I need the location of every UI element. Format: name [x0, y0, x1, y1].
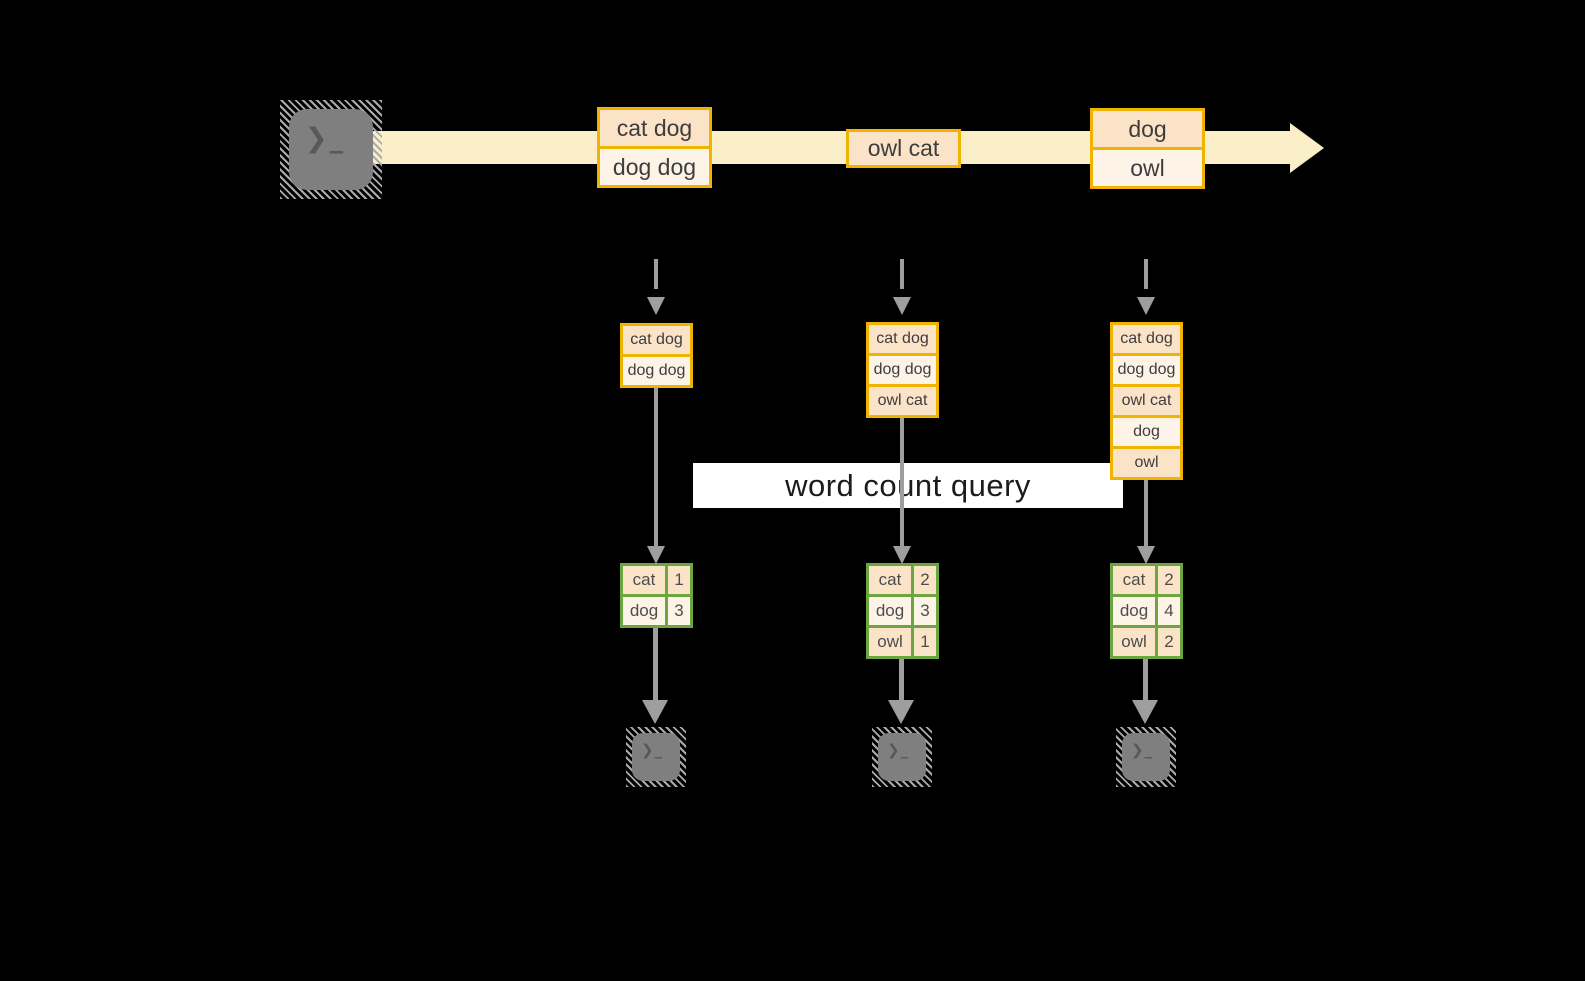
- count-cell: 2: [914, 566, 936, 594]
- stream-arrowhead-icon: [1290, 123, 1324, 173]
- stream-event-box-2: owl cat: [846, 129, 961, 168]
- count-cell: 2: [1158, 628, 1180, 656]
- count-cell: 1: [914, 628, 936, 656]
- stream-event-box-3: dog owl: [1090, 108, 1205, 189]
- terminal-prompt-glyph: ❯_: [641, 741, 664, 759]
- query-arrow-line-2: [900, 418, 904, 548]
- ingest-arrowhead-icon-1: [647, 297, 665, 315]
- buffered-event-text: dog dog: [869, 356, 936, 384]
- output-terminal-icon-1: ❯_: [626, 727, 686, 787]
- ingest-arrowhead-icon-3: [1137, 297, 1155, 315]
- stream-event-text: owl: [1093, 150, 1202, 186]
- buffered-event-text: dog dog: [1113, 356, 1180, 384]
- stream-event-text: cat dog: [600, 110, 709, 146]
- count-cell: 1: [668, 566, 690, 594]
- word-count-table-3: cat 2 dog 4 owl 2: [1110, 563, 1183, 659]
- ingest-arrowhead-icon-2: [893, 297, 911, 315]
- buffered-events-stack-1: cat dog dog dog: [620, 323, 693, 388]
- output-terminal-icon-2: ❯_: [872, 727, 932, 787]
- count-cell: 4: [1158, 597, 1180, 625]
- word-cell: dog: [869, 597, 911, 625]
- buffered-event-text: cat dog: [869, 325, 936, 353]
- buffered-event-text: cat dog: [623, 326, 690, 354]
- output-arrow-line-2: [899, 659, 904, 702]
- count-cell: 3: [914, 597, 936, 625]
- terminal-screen: ❯_: [632, 733, 680, 781]
- word-cell: owl: [869, 628, 911, 656]
- query-arrow-line-3: [1144, 480, 1148, 548]
- output-arrowhead-icon-1: [642, 700, 668, 724]
- word-cell: dog: [623, 597, 665, 625]
- buffered-event-text: cat dog: [1113, 325, 1180, 353]
- output-arrow-line-3: [1143, 659, 1148, 702]
- buffered-event-text: owl cat: [1113, 387, 1180, 415]
- stream-event-text: dog dog: [600, 149, 709, 185]
- buffered-event-text: dog dog: [623, 357, 690, 385]
- query-arrow-line-1: [654, 388, 658, 548]
- output-arrow-line-1: [653, 628, 658, 702]
- word-cell: cat: [623, 566, 665, 594]
- word-cell: dog: [1113, 597, 1155, 625]
- ingest-dashed-line-3: [1144, 259, 1148, 289]
- buffered-event-text: dog: [1113, 418, 1180, 446]
- output-arrowhead-icon-3: [1132, 700, 1158, 724]
- count-cell: 2: [1158, 566, 1180, 594]
- terminal-screen: ❯_: [1122, 733, 1170, 781]
- query-arrowhead-icon-3: [1137, 546, 1155, 564]
- terminal-prompt-glyph: ❯_: [1131, 741, 1154, 759]
- terminal-screen: ❯_: [878, 733, 926, 781]
- buffered-events-stack-2: cat dog dog dog owl cat: [866, 322, 939, 418]
- stream-event-box-1: cat dog dog dog: [597, 107, 712, 188]
- terminal-prompt-glyph: ❯_: [887, 741, 910, 759]
- count-cell: 3: [668, 597, 690, 625]
- word-cell: cat: [869, 566, 911, 594]
- word-cell: owl: [1113, 628, 1155, 656]
- buffered-event-text: owl cat: [869, 387, 936, 415]
- stream-event-text: dog: [1093, 111, 1202, 147]
- word-count-table-1: cat 1 dog 3: [620, 563, 693, 628]
- output-arrowhead-icon-2: [888, 700, 914, 724]
- terminal-prompt-glyph: ❯_: [305, 123, 346, 154]
- query-arrowhead-icon-2: [893, 546, 911, 564]
- word-cell: cat: [1113, 566, 1155, 594]
- output-terminal-icon-3: ❯_: [1116, 727, 1176, 787]
- buffered-events-stack-3: cat dog dog dog owl cat dog owl: [1110, 322, 1183, 480]
- word-count-table-2: cat 2 dog 3 owl 1: [866, 563, 939, 659]
- query-label: word count query: [693, 463, 1123, 508]
- terminal-screen: ❯_: [289, 109, 373, 190]
- ingest-dashed-line-2: [900, 259, 904, 289]
- ingest-dashed-line-1: [654, 259, 658, 289]
- stream-event-text: owl cat: [849, 132, 958, 165]
- query-arrowhead-icon-1: [647, 546, 665, 564]
- source-terminal-icon: ❯_: [280, 100, 382, 199]
- buffered-event-text: owl: [1113, 449, 1180, 477]
